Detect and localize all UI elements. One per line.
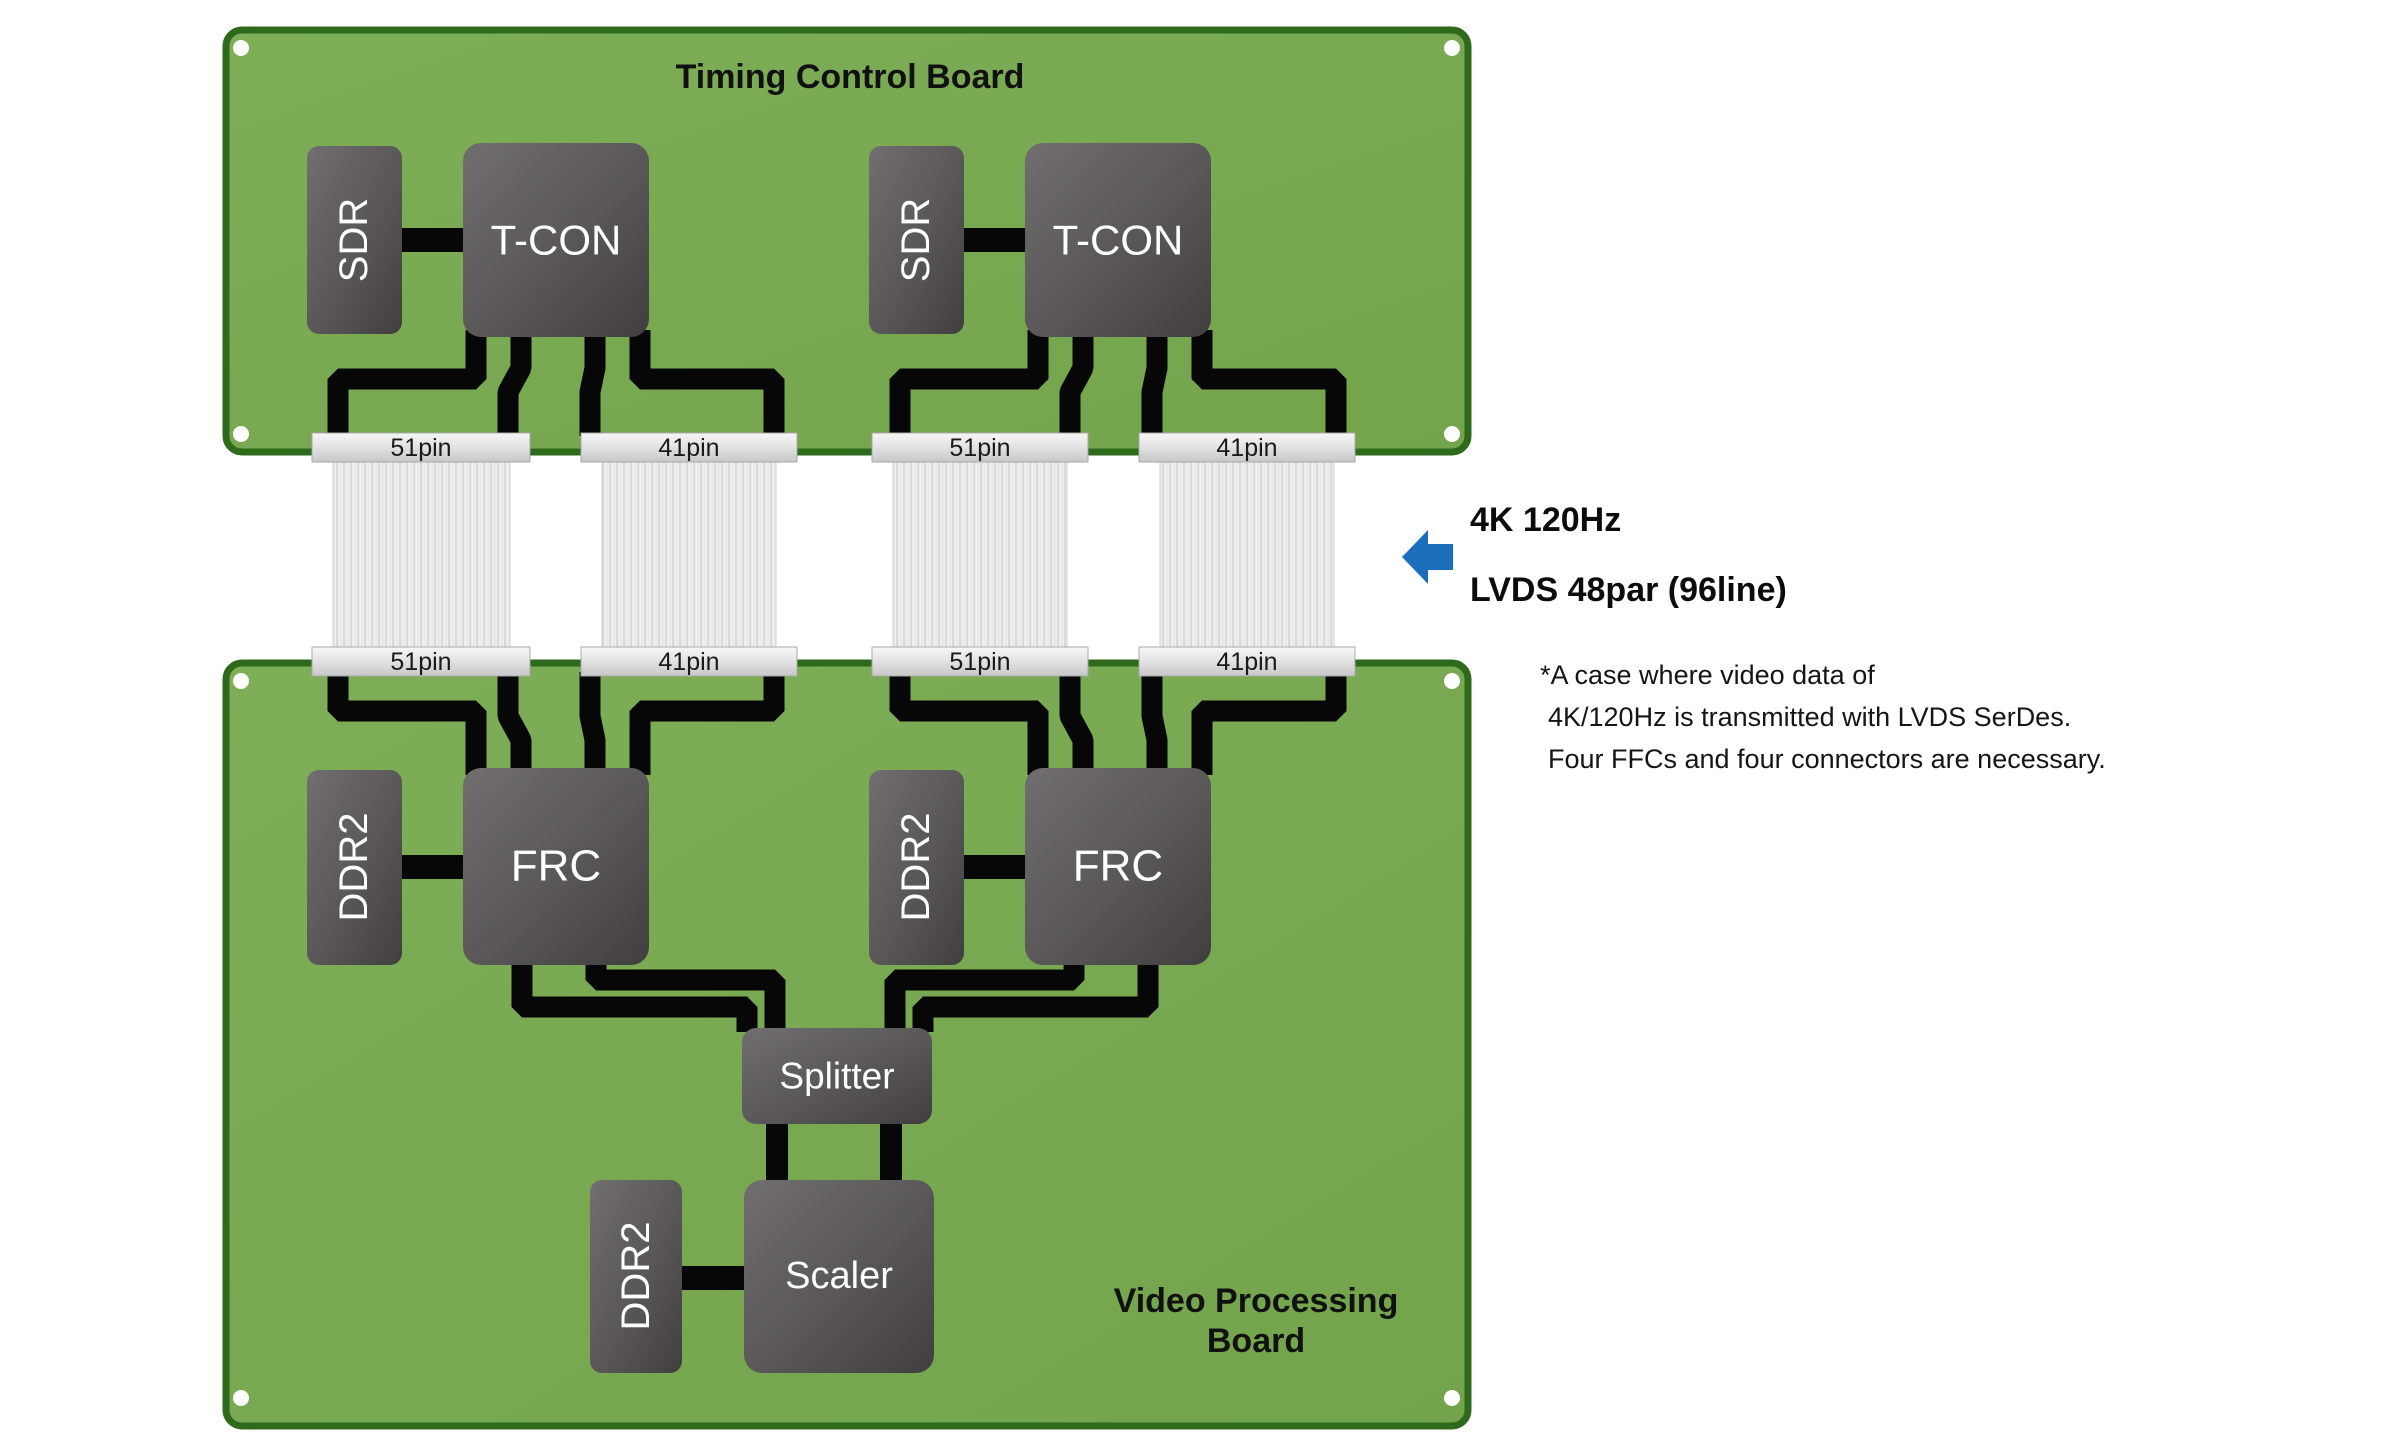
video-board-title-line2: Board (1207, 1322, 1305, 1360)
connector-strip (311, 432, 531, 463)
ddr2-frc-link-1 (400, 855, 465, 879)
screw-hole (233, 673, 249, 689)
ddr2-chip-3 (590, 1180, 682, 1373)
connector-strip (311, 646, 531, 677)
sdr-chip-2 (869, 146, 964, 334)
ddr2-label-1: DDR2 (332, 813, 376, 922)
timing-board-title: Timing Control Board (676, 58, 1025, 96)
splitter-scaler-link-2 (880, 1122, 902, 1184)
connector-label: 41pin (658, 434, 719, 462)
frc-label-1: FRC (511, 842, 601, 891)
note-line1: *A case where video data of (1540, 660, 1875, 690)
connector-label: 41pin (1216, 648, 1277, 676)
trace (912, 960, 1159, 1032)
video-board-title-line1: Video Processing (1114, 1282, 1399, 1320)
sdr-label-1: SDR (332, 198, 376, 282)
trace (889, 672, 1049, 775)
tcon-traces-group2 (889, 330, 1347, 436)
tcon-label-2: T-CON (1053, 217, 1184, 264)
connectors-bottom-row: 51pin 41pin 51pin 41pin (311, 646, 1356, 677)
screw-hole (1444, 40, 1460, 56)
connector-strip (871, 646, 1089, 677)
splitter-traces (511, 960, 1159, 1032)
connector-strip (1138, 646, 1356, 677)
ffc-ribbon-2 (601, 459, 777, 650)
trace (629, 672, 785, 775)
trace (1191, 672, 1347, 775)
trace (1141, 672, 1168, 775)
trace (327, 672, 487, 775)
screw-hole (1444, 1390, 1460, 1406)
ddr2-scaler-link (680, 1266, 746, 1290)
ddr2-label-2: DDR2 (894, 813, 938, 922)
ddr2-frc-link-2 (962, 855, 1027, 879)
ffc-cables (332, 459, 1335, 650)
splitter-scaler-link-1 (766, 1122, 788, 1184)
sdr-tcon-link-1 (400, 228, 465, 252)
sdr-tcon-link-2 (962, 228, 1027, 252)
screw-hole (1444, 673, 1460, 689)
tcon-chip-1 (463, 143, 649, 337)
trace (1059, 330, 1094, 436)
connector-label: 41pin (1216, 434, 1277, 462)
frc-traces-group1 (327, 672, 785, 775)
connector-strip (1138, 432, 1356, 463)
trace (327, 330, 487, 436)
connector-label: 51pin (949, 434, 1010, 462)
tcon-traces-group1 (327, 330, 785, 436)
signal-label-line1: 4K 120Hz (1470, 501, 1621, 539)
trace (585, 960, 786, 1032)
connectors-top-row: 51pin 41pin 51pin 41pin (311, 432, 1356, 463)
connector-label: 51pin (949, 648, 1010, 676)
signal-label-line2: LVDS 48par (96line) (1470, 571, 1787, 609)
connector-label: 51pin (390, 434, 451, 462)
tcon-label-1: T-CON (491, 217, 622, 264)
frc-chip-1 (463, 768, 649, 965)
scaler-chip (744, 1180, 934, 1373)
splitter-chip (742, 1028, 932, 1124)
arrow-left-icon (1402, 530, 1453, 584)
frc-traces-group2 (889, 672, 1347, 775)
splitter-label: Splitter (779, 1056, 894, 1097)
sdr-chip-1 (307, 146, 402, 334)
screw-hole (233, 426, 249, 442)
tcon-chip-2 (1025, 143, 1211, 337)
trace (884, 960, 1085, 1032)
note-line3: Four FFCs and four connectors are necess… (1548, 744, 2106, 774)
connector-label: 41pin (658, 648, 719, 676)
connector-label: 51pin (390, 648, 451, 676)
trace (579, 330, 606, 436)
trace (497, 672, 532, 775)
ffc-ribbon-4 (1159, 459, 1335, 650)
trace (579, 672, 606, 775)
ffc-ribbon-1 (332, 459, 511, 650)
trace (889, 330, 1049, 436)
ddr2-chip-1 (307, 770, 402, 965)
screw-hole (233, 1390, 249, 1406)
note-line2: 4K/120Hz is transmitted with LVDS SerDes… (1548, 702, 2071, 732)
scaler-label: Scaler (785, 1255, 893, 1297)
trace (1191, 330, 1347, 436)
screw-hole (233, 40, 249, 56)
frc-label-2: FRC (1073, 842, 1163, 891)
screw-hole (1444, 426, 1460, 442)
ddr2-label-3: DDR2 (614, 1222, 658, 1331)
frc-chip-2 (1025, 768, 1211, 965)
connector-strip (580, 646, 798, 677)
trace (1059, 672, 1094, 775)
ddr2-chip-2 (869, 770, 964, 965)
trace (497, 330, 532, 436)
connector-strip (871, 432, 1089, 463)
trace (1141, 330, 1168, 436)
connector-strip (580, 432, 798, 463)
ffc-ribbon-3 (892, 459, 1068, 650)
sdr-label-2: SDR (894, 198, 938, 282)
trace (511, 960, 758, 1032)
trace (629, 330, 785, 436)
